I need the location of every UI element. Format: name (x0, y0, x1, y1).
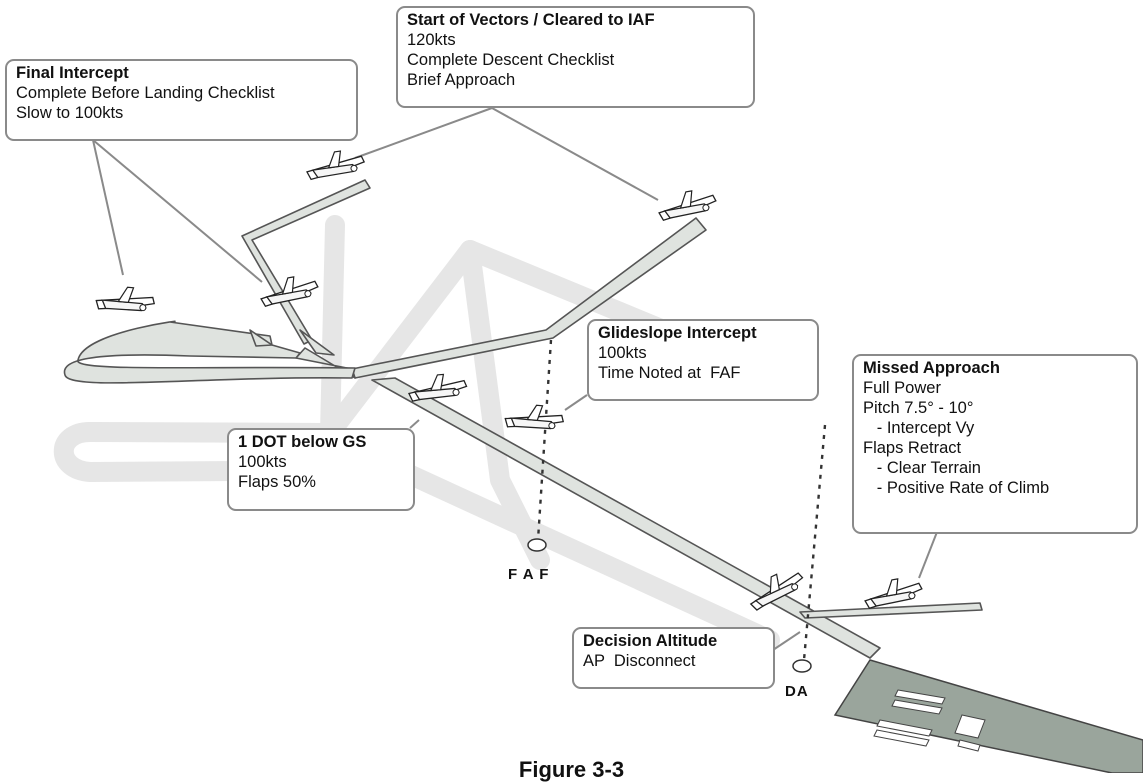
faf-label: F A F (508, 566, 550, 583)
callout-start-vectors: Start of Vectors / Cleared to IAF 120kts… (396, 6, 755, 108)
callout-missed-approach: Missed Approach Full Power Pitch 7.5° - … (852, 354, 1138, 534)
callout-decision-altitude: Decision Altitude AP Disconnect (572, 627, 775, 689)
callout-line: AP Disconnect (583, 652, 696, 670)
callout-title: 1 DOT below GS (238, 433, 367, 451)
callout-line: 120kts (407, 31, 456, 49)
callout-line: Flaps Retract (863, 439, 962, 457)
callout-final-intercept: Final Intercept Complete Before Landing … (5, 59, 358, 141)
leader-lines (92, 107, 938, 651)
callout-title: Missed Approach (863, 359, 1000, 377)
callout-line: Full Power (863, 379, 941, 397)
arrow-head-2 (249, 329, 273, 347)
airplane-icon (655, 186, 719, 222)
faf-marker-ellipse (527, 538, 547, 552)
callout-line: Complete Before Landing Checklist (16, 84, 275, 102)
callout-title: Start of Vectors / Cleared to IAF (407, 11, 655, 29)
callout-line: Pitch 7.5° - 10° (863, 399, 974, 417)
da-label: DA (785, 683, 809, 700)
callout-line: Brief Approach (407, 71, 516, 89)
callout-line: 100kts (238, 453, 287, 471)
airplane-icon (503, 401, 566, 433)
procedure-turn (63, 320, 356, 384)
callout-title: Decision Altitude (583, 632, 718, 650)
airplane-icon (304, 147, 367, 181)
final-approach (371, 377, 881, 659)
da-marker-ellipse (792, 659, 812, 673)
flight-path (63, 179, 983, 659)
missed-approach-leg (799, 602, 983, 619)
downwind-leg (241, 179, 371, 345)
callout-title: Final Intercept (16, 64, 129, 82)
arrow-head-1 (299, 329, 335, 356)
callout-title: Glideslope Intercept (598, 324, 757, 342)
runway (833, 659, 1143, 773)
callout-line: 100kts (598, 344, 647, 362)
callout-line: Time Noted at FAF (598, 364, 741, 382)
callout-one-dot: 1 DOT below GS 100kts Flaps 50% (227, 428, 415, 511)
airplane-icon (94, 283, 157, 315)
figure-caption: Figure 3-3 (518, 757, 625, 782)
airplane-icon (861, 574, 925, 610)
airplane-icon (406, 371, 469, 403)
callout-line: Complete Descent Checklist (407, 51, 615, 69)
callout-line: Flaps 50% (238, 473, 316, 491)
drop-lines (536, 339, 827, 661)
callout-line: - Clear Terrain (863, 459, 981, 477)
callout-line: - Positive Rate of Climb (863, 479, 1050, 497)
callout-glideslope-intercept: Glideslope Intercept 100kts Time Noted a… (587, 319, 819, 401)
callout-line: - Intercept Vy (863, 419, 975, 437)
ground-track (53, 215, 780, 650)
callout-line: Slow to 100kts (16, 104, 124, 122)
